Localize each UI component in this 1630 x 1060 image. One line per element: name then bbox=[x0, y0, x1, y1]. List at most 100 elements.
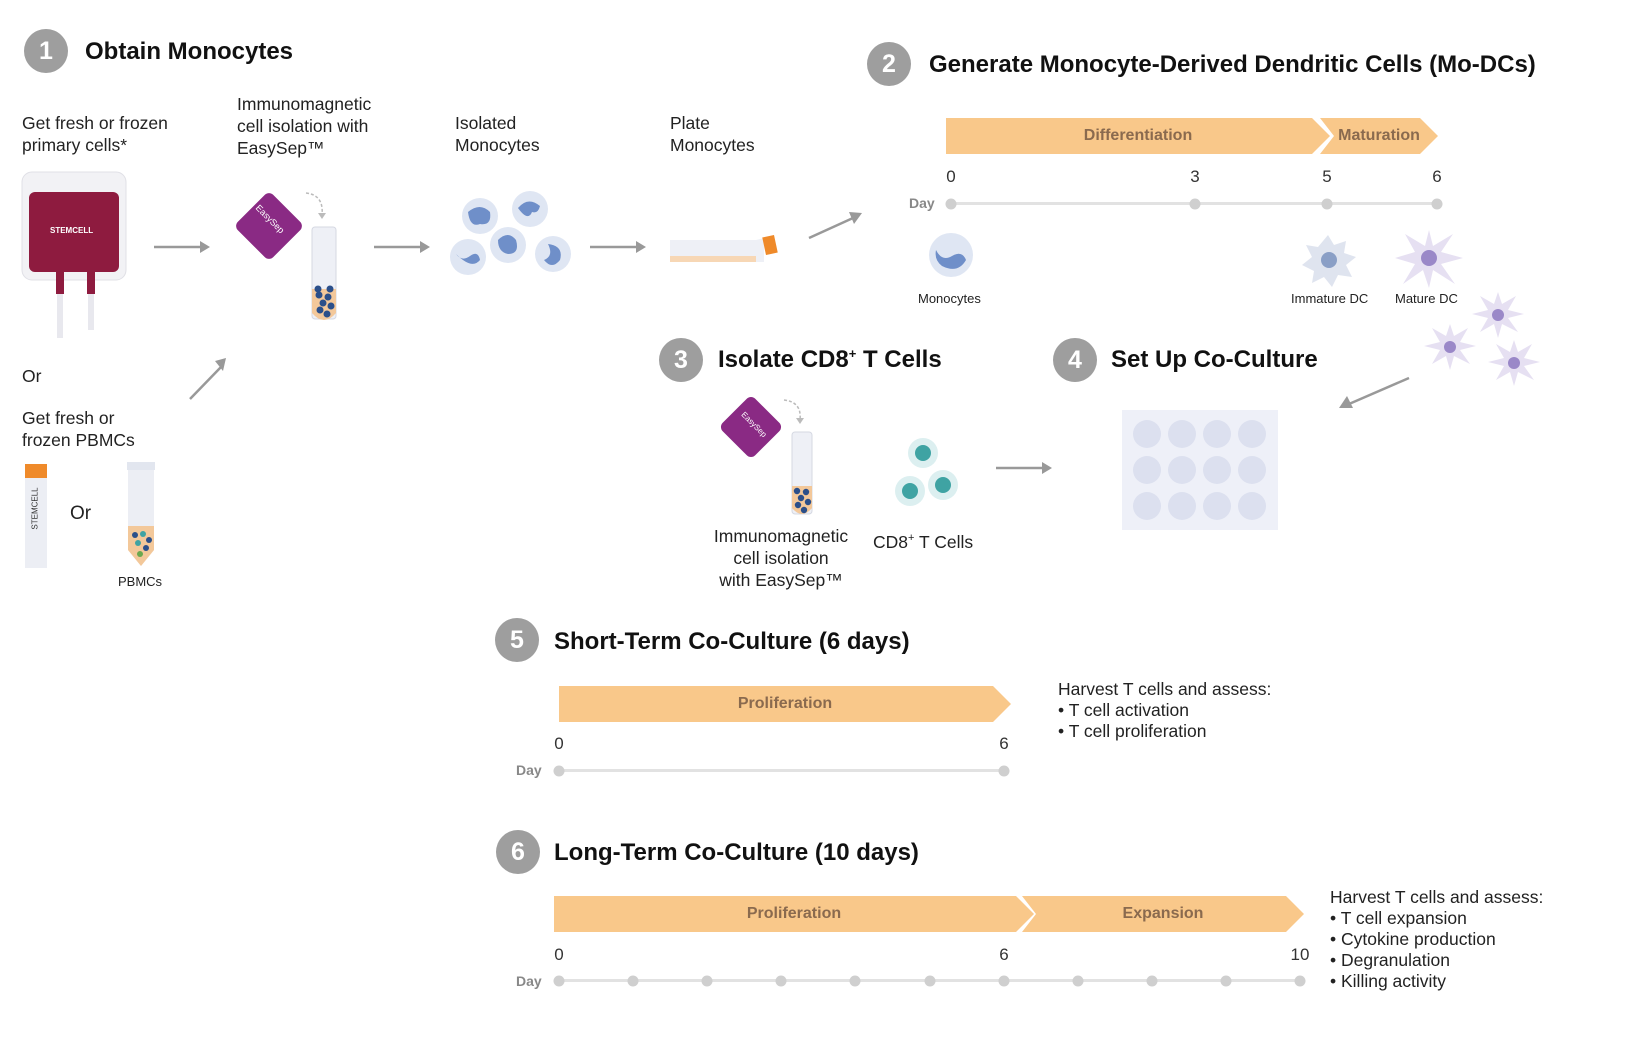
arrow-down-left-icon bbox=[1339, 376, 1410, 408]
monocytes-cluster-icon bbox=[450, 191, 571, 275]
immature-dc-label: Immature DC bbox=[1291, 291, 1369, 306]
timeline-dot bbox=[775, 975, 787, 987]
easysep-magnet-icon bbox=[236, 192, 337, 320]
mature-dc-label: Mature DC bbox=[1395, 291, 1458, 306]
step6-assess-item: • Killing activity bbox=[1330, 971, 1447, 991]
step-3-badge: 3 bbox=[659, 338, 703, 382]
get-pbmcs-line-2: frozen PBMCs bbox=[22, 430, 135, 450]
day-axis-label: Day bbox=[516, 973, 542, 989]
day-tick-10: 10 bbox=[1290, 945, 1310, 964]
immunomagnetic-line-2: cell isolation with bbox=[237, 116, 369, 136]
differentiation-phase-bar: Differentiation bbox=[946, 118, 1330, 154]
or-label-2: Or bbox=[70, 503, 92, 524]
timeline-dot bbox=[553, 765, 565, 777]
proliferation-phase-bar: Proliferation bbox=[559, 686, 1011, 722]
step-4-title: Set Up Co-Culture bbox=[1111, 346, 1318, 373]
step-6-title: Long-Term Co-Culture (10 days) bbox=[554, 839, 919, 866]
step5-assess-item: • T cell activation bbox=[1058, 700, 1189, 720]
vial-brand: STEMCELL bbox=[30, 487, 40, 530]
immature-dc-icon bbox=[1302, 235, 1356, 287]
step6-assess-item-text: Degranulation bbox=[1341, 950, 1450, 970]
day-tick-0: 0 bbox=[554, 945, 564, 964]
timeline-dot bbox=[1220, 975, 1232, 987]
monocyte-cell-icon bbox=[929, 233, 973, 277]
step6-assess-item-text: Cytokine production bbox=[1341, 929, 1496, 949]
timeline-dot bbox=[1189, 198, 1201, 210]
step-3-title-main: Isolate CD8 bbox=[718, 346, 849, 373]
timeline-dot bbox=[627, 975, 639, 987]
proliferation-phase-bar: Proliferation bbox=[554, 896, 1034, 932]
monocytes-cell-label: Monocytes bbox=[918, 291, 981, 306]
day-tick-0: 0 bbox=[554, 734, 564, 753]
timeline-dot bbox=[849, 975, 861, 987]
step-3-immunomagnetic-label: Immunomagnetic cell isolation with EasyS… bbox=[708, 525, 854, 591]
get-fresh-line-2: primary cells* bbox=[22, 135, 128, 155]
step6-assess-item: • Cytokine production bbox=[1330, 929, 1496, 949]
day-tick-0: 0 bbox=[946, 167, 956, 186]
get-fresh-line-1: Get fresh or frozen bbox=[22, 113, 168, 133]
arrow-right-icon bbox=[154, 241, 210, 253]
or-label-1: Or bbox=[22, 366, 42, 386]
timeline-dot bbox=[1321, 198, 1333, 210]
maturation-phase-bar: Maturation bbox=[1320, 118, 1438, 154]
step-2-badge: 2 bbox=[867, 42, 911, 86]
timeline-dot bbox=[1431, 198, 1443, 210]
pbmcs-label: PBMCs bbox=[118, 574, 163, 589]
mature-dc-icon bbox=[1395, 230, 1463, 288]
isolated-line-1: Isolated bbox=[455, 113, 517, 133]
step-2-title: Generate Monocyte-Derived Dendritic Cell… bbox=[929, 51, 1536, 78]
timeline-dot bbox=[945, 198, 957, 210]
step-1-title: Obtain Monocytes bbox=[85, 38, 294, 65]
timeline-dot bbox=[1294, 975, 1306, 987]
bag-brand: STEMCELL bbox=[50, 226, 94, 235]
easysep-magnet-icon bbox=[720, 396, 813, 515]
arrow-right-icon bbox=[996, 462, 1052, 474]
step-5-title: Short-Term Co-Culture (6 days) bbox=[554, 628, 910, 655]
timeline-dot bbox=[998, 765, 1010, 777]
arrow-right-icon bbox=[590, 241, 646, 253]
step-3-title-end: T Cells bbox=[856, 346, 942, 373]
cryovial-icon bbox=[25, 464, 47, 568]
day-tick-6: 6 bbox=[1432, 167, 1442, 186]
timeline-dot bbox=[1146, 975, 1158, 987]
plate-line-1: Plate bbox=[670, 113, 710, 133]
get-pbmcs-line-1: Get fresh or bbox=[22, 408, 115, 428]
flask-icon bbox=[670, 234, 778, 262]
day-tick-3: 3 bbox=[1190, 167, 1200, 186]
arrow-up-right-icon bbox=[189, 358, 226, 400]
blood-bag-icon bbox=[21, 171, 127, 338]
pbmc-tube-icon bbox=[127, 462, 155, 566]
step3-immuno-line-2: cell isolation bbox=[733, 548, 829, 568]
step5-assess-item: • T cell proliferation bbox=[1058, 721, 1207, 741]
step5-assess-item-text: T cell activation bbox=[1068, 700, 1189, 720]
cd8-t-cells-label: CD8+ T Cells bbox=[873, 527, 973, 553]
step-5-badge: 5 bbox=[495, 618, 539, 662]
step6-assess-item: • Degranulation bbox=[1330, 950, 1450, 970]
cd8-end: T Cells bbox=[914, 531, 974, 552]
well-plate-icon bbox=[1122, 410, 1278, 530]
immunomagnetic-label: Immunomagnetic cell isolation with EasyS… bbox=[237, 93, 371, 159]
day-tick-5: 5 bbox=[1322, 167, 1332, 186]
timeline-line bbox=[559, 769, 1004, 772]
step-3-title-sup: + bbox=[848, 346, 857, 361]
step3-immuno-line-1: Immunomagnetic bbox=[713, 526, 849, 546]
step6-assess-item-text: Killing activity bbox=[1341, 971, 1447, 991]
step6-assess-item: • T cell expansion bbox=[1330, 908, 1467, 928]
day-axis-label: Day bbox=[909, 195, 935, 211]
step-4-badge: 4 bbox=[1053, 338, 1097, 382]
timeline-dot bbox=[701, 975, 713, 987]
step-5-assess: Harvest T cells and assess: • T cell act… bbox=[1058, 679, 1271, 742]
step6-assess-title: Harvest T cells and assess: bbox=[1330, 887, 1544, 907]
day-axis-label: Day bbox=[516, 762, 542, 778]
cd8-main: CD8 bbox=[873, 531, 909, 552]
isolated-monocytes-label: Isolated Monocytes bbox=[455, 112, 540, 156]
step-1-badge: 1 bbox=[24, 29, 68, 73]
plate-line-2: Monocytes bbox=[670, 135, 755, 155]
get-pbmcs-label: Get fresh or frozen PBMCs bbox=[22, 407, 135, 451]
timeline-dot bbox=[1072, 975, 1084, 987]
isolated-line-2: Monocytes bbox=[455, 135, 540, 155]
mature-dc-cluster-icon bbox=[1424, 292, 1540, 386]
timeline-dot bbox=[998, 975, 1010, 987]
cd8-sup: + bbox=[908, 532, 915, 544]
arrow-right-icon bbox=[374, 241, 430, 253]
